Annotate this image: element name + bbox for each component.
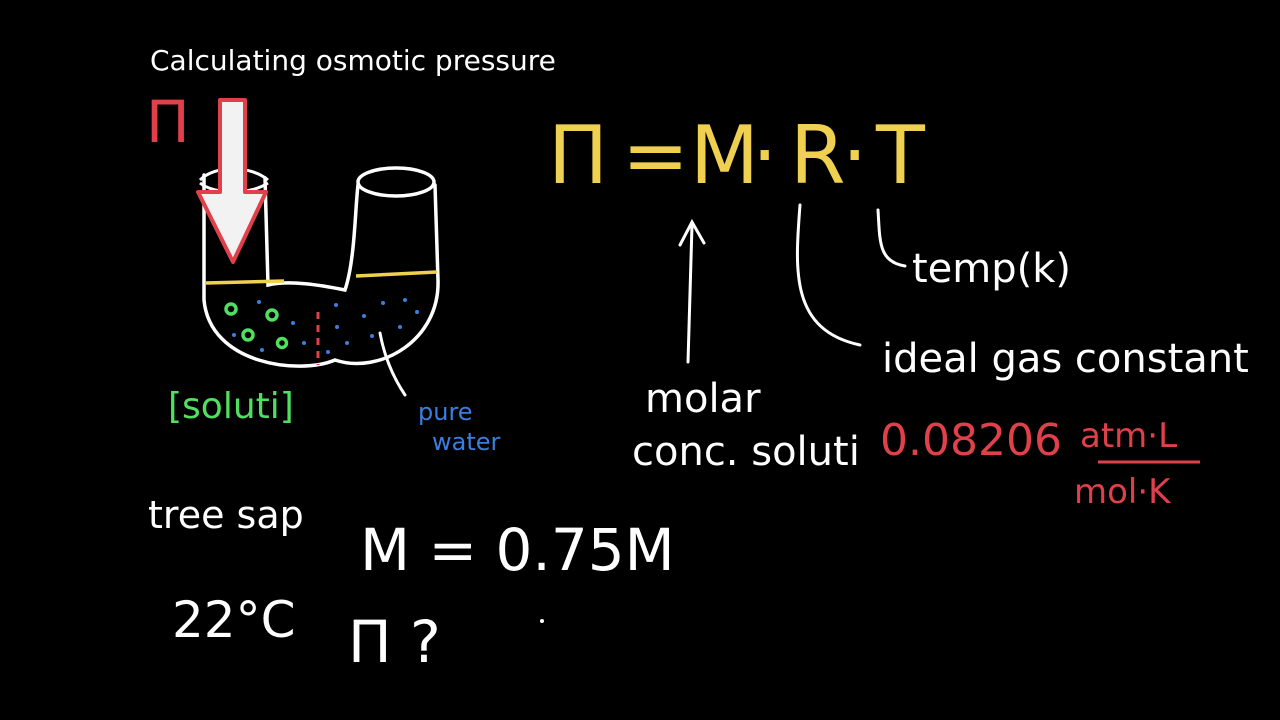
- ideal-gas-label: ideal gas constant: [882, 336, 1249, 382]
- molar-label-line1: molar: [645, 376, 761, 422]
- molar-arrow: [686, 223, 694, 364]
- page-title: Calculating osmotic pressure: [150, 44, 556, 77]
- pressure-arrow-icon: [196, 98, 268, 264]
- formula-annotations: [678, 203, 907, 364]
- formula-dot-1: ·: [752, 109, 777, 202]
- pure-water-pointer: [378, 331, 407, 397]
- pure-water-label-line1: pure: [418, 398, 473, 426]
- pure-water-label-line2: water: [432, 428, 501, 456]
- formula-pi: Π: [548, 109, 608, 202]
- solute-label: [soluti]: [168, 386, 294, 427]
- pi-question: Π ?: [348, 608, 441, 676]
- r-value: 0.08206: [880, 415, 1062, 466]
- tree-sap-label: tree sap: [148, 493, 304, 537]
- r-units-denominator: mol·K: [1074, 472, 1172, 512]
- pi-symbol-red: Π: [146, 88, 190, 156]
- molar-arrow-head: [678, 218, 706, 247]
- problem-givens: tree sap 22°C M = 0.75M Π ?: [148, 493, 675, 676]
- temp-line: [876, 208, 907, 268]
- left-water-level: [205, 279, 285, 285]
- formula-R: R: [790, 109, 846, 202]
- water-molecules: [232, 298, 419, 354]
- formula: Π = M · R · T: [548, 109, 926, 202]
- stray-dot: [540, 619, 544, 623]
- right-tube-opening: [356, 166, 436, 198]
- u-tube-diagram: [196, 98, 440, 397]
- formula-M: M: [690, 109, 759, 202]
- u-tube-inner: [263, 176, 360, 293]
- r-units-numerator: atm·L: [1080, 416, 1177, 456]
- right-water-level: [355, 270, 438, 278]
- ideal-gas-line: [795, 203, 862, 347]
- u-tube-outline: [202, 173, 440, 368]
- formula-dot-2: ·: [842, 109, 867, 202]
- molarity-value: M = 0.75M: [360, 516, 675, 584]
- molar-label-line2: conc. soluti: [632, 429, 860, 475]
- temp-label: temp(k): [912, 246, 1071, 292]
- temperature-label: 22°C: [172, 591, 296, 649]
- formula-T: T: [875, 109, 926, 202]
- solute-particles: [224, 302, 289, 350]
- formula-labels: temp(k) ideal gas constant 0.08206 atm·L…: [632, 246, 1249, 512]
- formula-equals: =: [622, 109, 689, 202]
